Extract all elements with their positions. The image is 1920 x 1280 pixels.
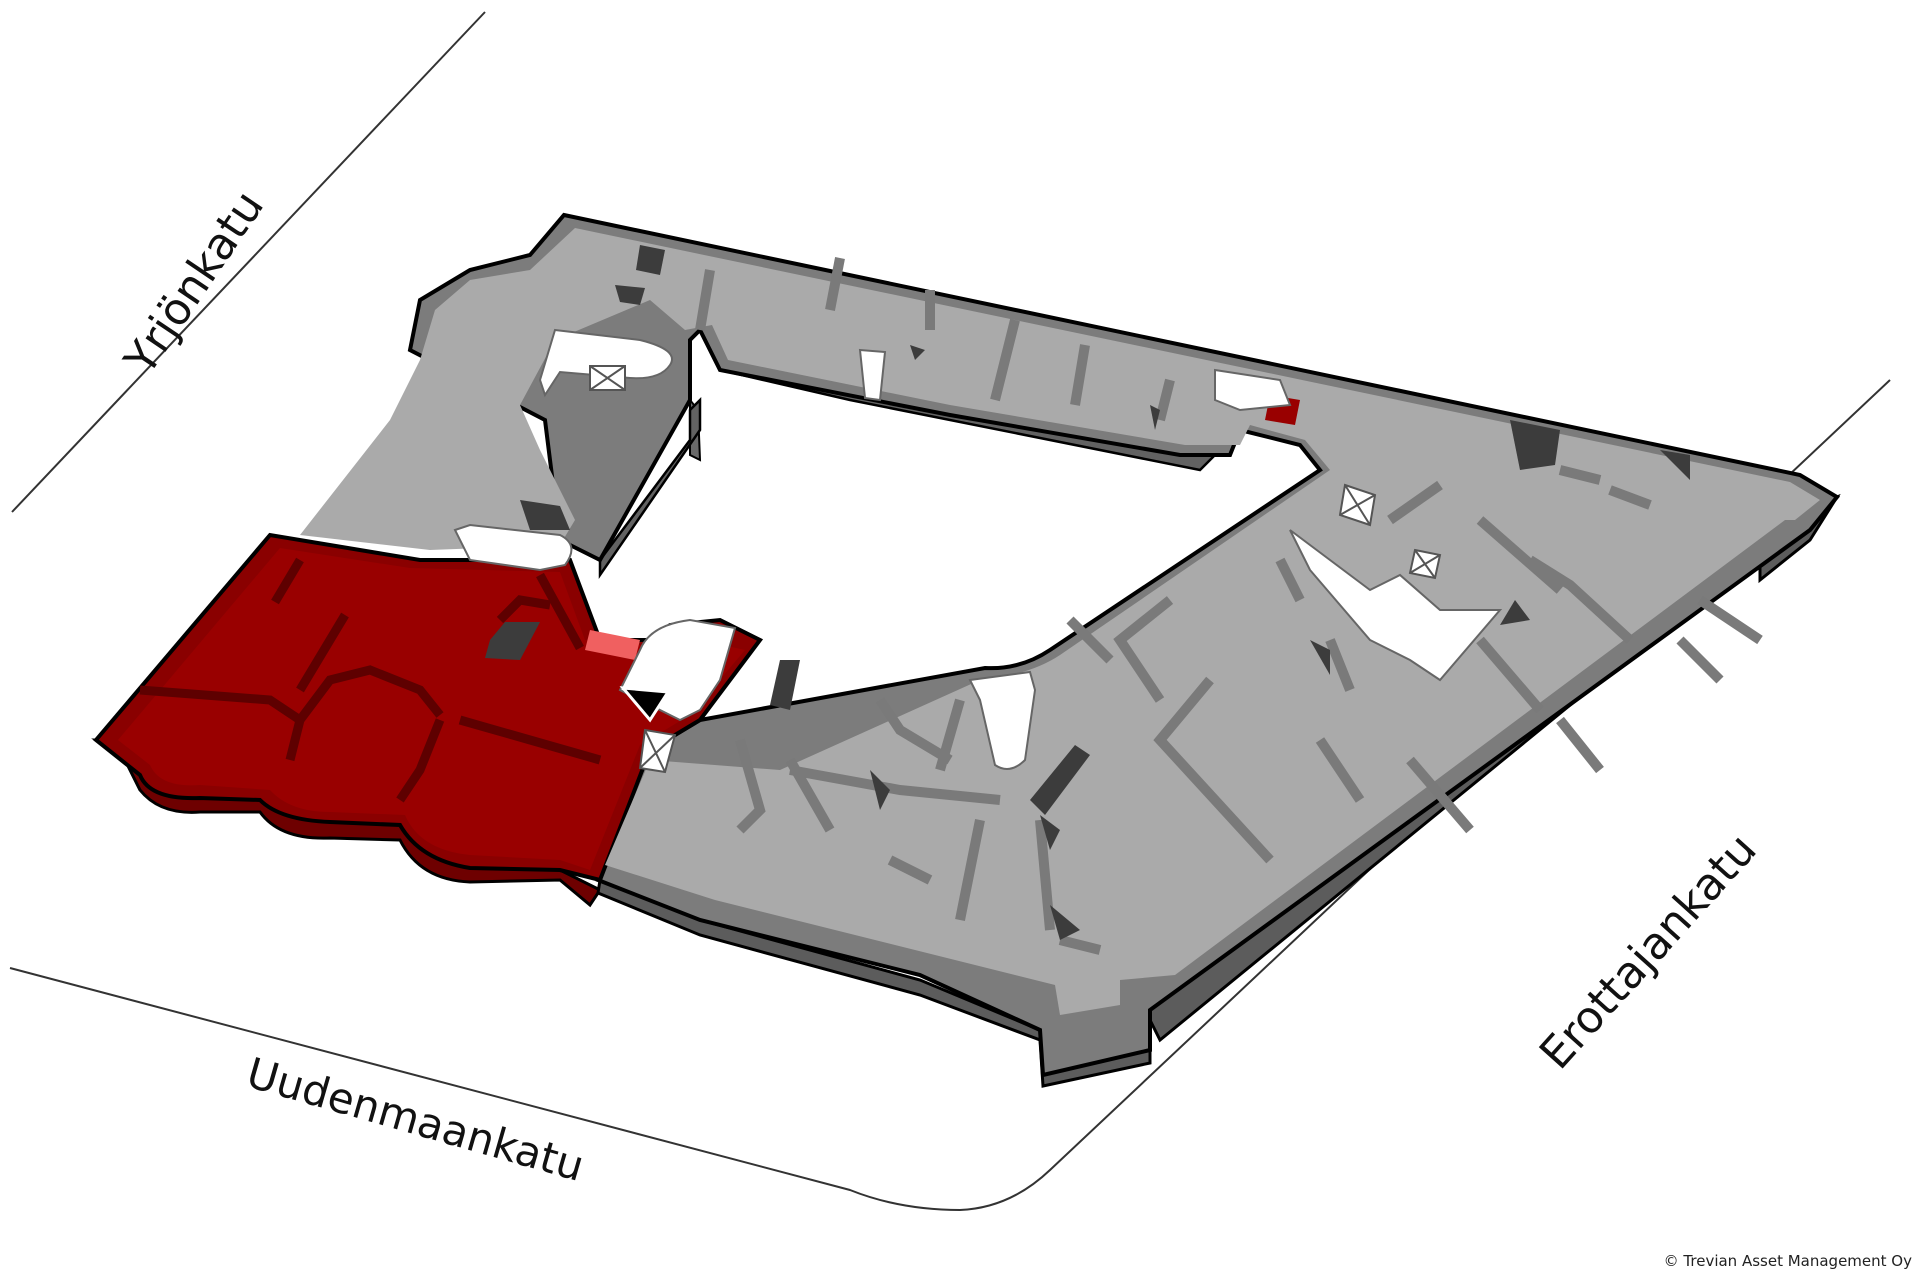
elevator-icon <box>589 365 626 391</box>
stair-left-mid <box>453 523 573 572</box>
stair-bottom-center <box>968 670 1037 770</box>
elevator-icon <box>1408 548 1442 580</box>
elevator-icon <box>1338 483 1377 527</box>
stair-right <box>1289 529 1503 682</box>
street-lines <box>9 11 1891 1212</box>
you-are-here-arrow <box>619 686 671 723</box>
copyright-text: © Trevian Asset Management Oy <box>1663 1252 1912 1270</box>
street-line-uudenmaankatu <box>9 379 1891 1212</box>
corridor-pink <box>585 630 640 660</box>
stair-top-right <box>1214 368 1292 412</box>
elevator-icon <box>638 728 677 774</box>
street-line-yrjonkatu <box>11 11 486 513</box>
stair-top-left <box>538 328 673 398</box>
stair-top-mid <box>858 348 887 402</box>
building-floor <box>93 212 1841 1078</box>
